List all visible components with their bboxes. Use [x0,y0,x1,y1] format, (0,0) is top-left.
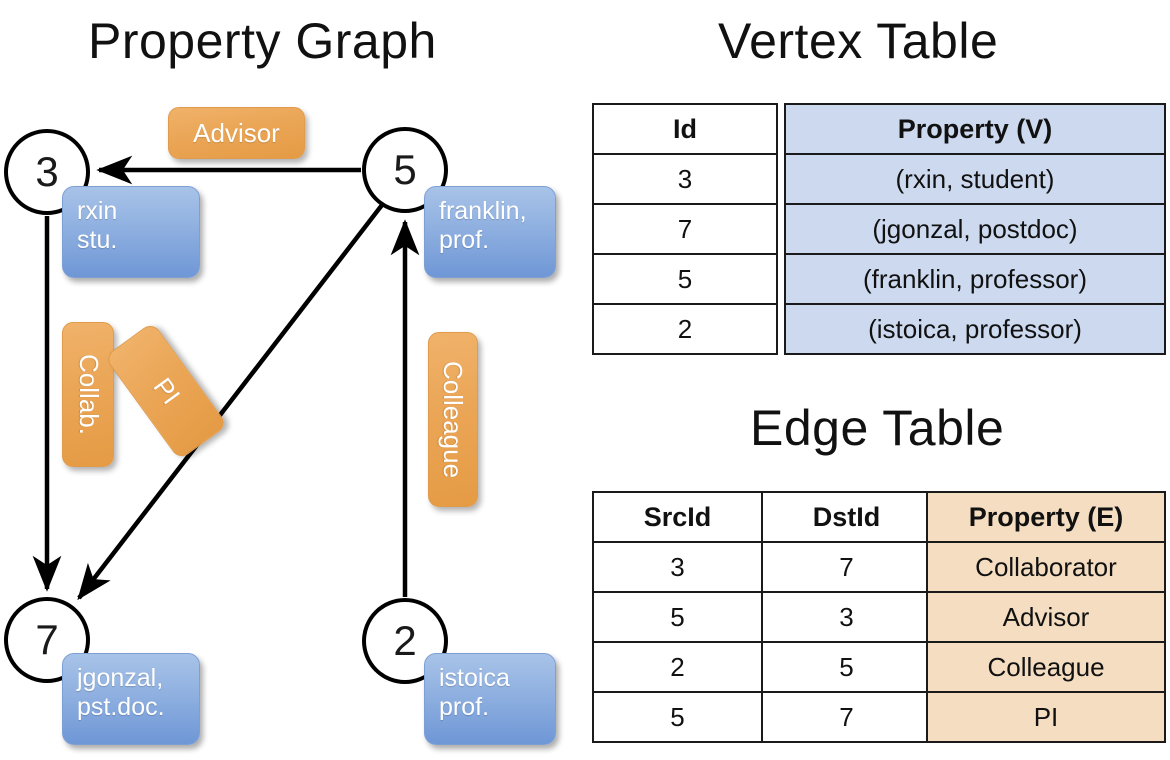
cell-id: 2 [592,303,778,355]
edge-label-colleague: Colleague [428,332,478,507]
cell-property: (jgonzal, postdoc) [784,203,1166,255]
vertex-property-line: franklin, [439,197,527,225]
table-row: Advisor [926,591,1166,643]
table-row: (jgonzal, postdoc) [784,203,1166,255]
table-header-row: SrcId DstId [592,491,932,543]
cell-dstid: 5 [761,641,932,693]
cell-dstid: 3 [761,591,932,643]
edge-label-text: Colleague [438,360,469,479]
edge-table-id-columns: SrcId DstId 3 7 5 3 2 5 5 7 [592,491,932,743]
edge-label-advisor: Advisor [168,107,305,159]
vertex-property-box-3: rxin stu. [62,186,200,278]
edge-table-property-column: Property (E) Collaborator Advisor Collea… [926,491,1166,743]
vertex-property-box-7: jgonzal, pst.doc. [62,653,200,745]
cell-id: 7 [592,203,778,255]
table-row: 2 [592,303,778,355]
page-title-property-graph: Property Graph [88,13,437,69]
vertex-property-line: rxin [77,197,118,225]
graph-node-5[interactable]: 5 [362,127,448,213]
property-graph-diagram: 3 5 7 2 rxin stu. franklin, prof. jgonza… [4,107,556,745]
cell-srcid: 5 [592,691,763,743]
cell-property: (istoica, professor) [784,303,1166,355]
section-title-vertex-table: Vertex Table [718,13,999,69]
vertex-property-line: pst.doc. [77,693,165,721]
column-header-dstid: DstId [761,491,932,543]
vertex-table-property-column: Property (V) (rxin, student) (jgonzal, p… [784,103,1166,355]
edge-arrow-pi [77,203,384,601]
table-row: 3 [592,153,778,205]
cell-property: Advisor [926,591,1166,643]
cell-property: (rxin, student) [784,153,1166,205]
table-row: Collaborator [926,541,1166,593]
table-row: (rxin, student) [784,153,1166,205]
cell-srcid: 2 [592,641,763,693]
graph-node-2[interactable]: 2 [362,598,448,684]
table-row: 5 7 [592,691,932,743]
table-row: 7 [592,203,778,255]
vertex-property-box-5: franklin, prof. [424,186,556,278]
section-title-edge-table: Edge Table [750,400,1005,456]
cell-property: Colleague [926,641,1166,693]
vertex-property-line: istoica [439,664,510,692]
cell-id: 5 [592,253,778,305]
table-row: 5 3 [592,591,932,643]
edge-label-text: Collab. [73,354,104,435]
vertex-property-line: stu. [77,226,118,254]
table-row: 3 7 [592,541,932,593]
cell-id: 3 [592,153,778,205]
edge-label-collab: Collab. [62,322,114,467]
vertex-property-box-2: istoica prof. [424,653,556,745]
graph-edge-arrows [32,155,420,601]
vertex-property-line: prof. [439,226,490,254]
cell-dstid: 7 [761,691,932,743]
cell-property: (franklin, professor) [784,253,1166,305]
table-row: (franklin, professor) [784,253,1166,305]
table-row: PI [926,691,1166,743]
table-row: 5 [592,253,778,305]
vertex-property-line: jgonzal, [77,664,164,692]
table-row: (istoica, professor) [784,303,1166,355]
cell-srcid: 5 [592,591,763,643]
column-header-srcid: SrcId [592,491,763,543]
table-header-row: Property (E) [926,491,1166,543]
cell-srcid: 3 [592,541,763,593]
cell-property: Collaborator [926,541,1166,593]
edge-label-text: Advisor [193,117,280,148]
vertex-property-line: prof. [439,693,490,721]
table-header-row: Property (V) [784,103,1166,155]
table-row: 2 5 [592,641,932,693]
column-header-property-e: Property (E) [926,491,1166,543]
column-header-id: Id [592,103,778,155]
table-row: Colleague [926,641,1166,693]
cell-property: PI [926,691,1166,743]
table-header-row: Id [592,103,778,155]
vertex-table-id-column: Id 3 7 5 2 [592,103,778,355]
edge-label-text: PI [147,371,186,410]
cell-dstid: 7 [761,541,932,593]
column-header-property-v: Property (V) [784,103,1166,155]
